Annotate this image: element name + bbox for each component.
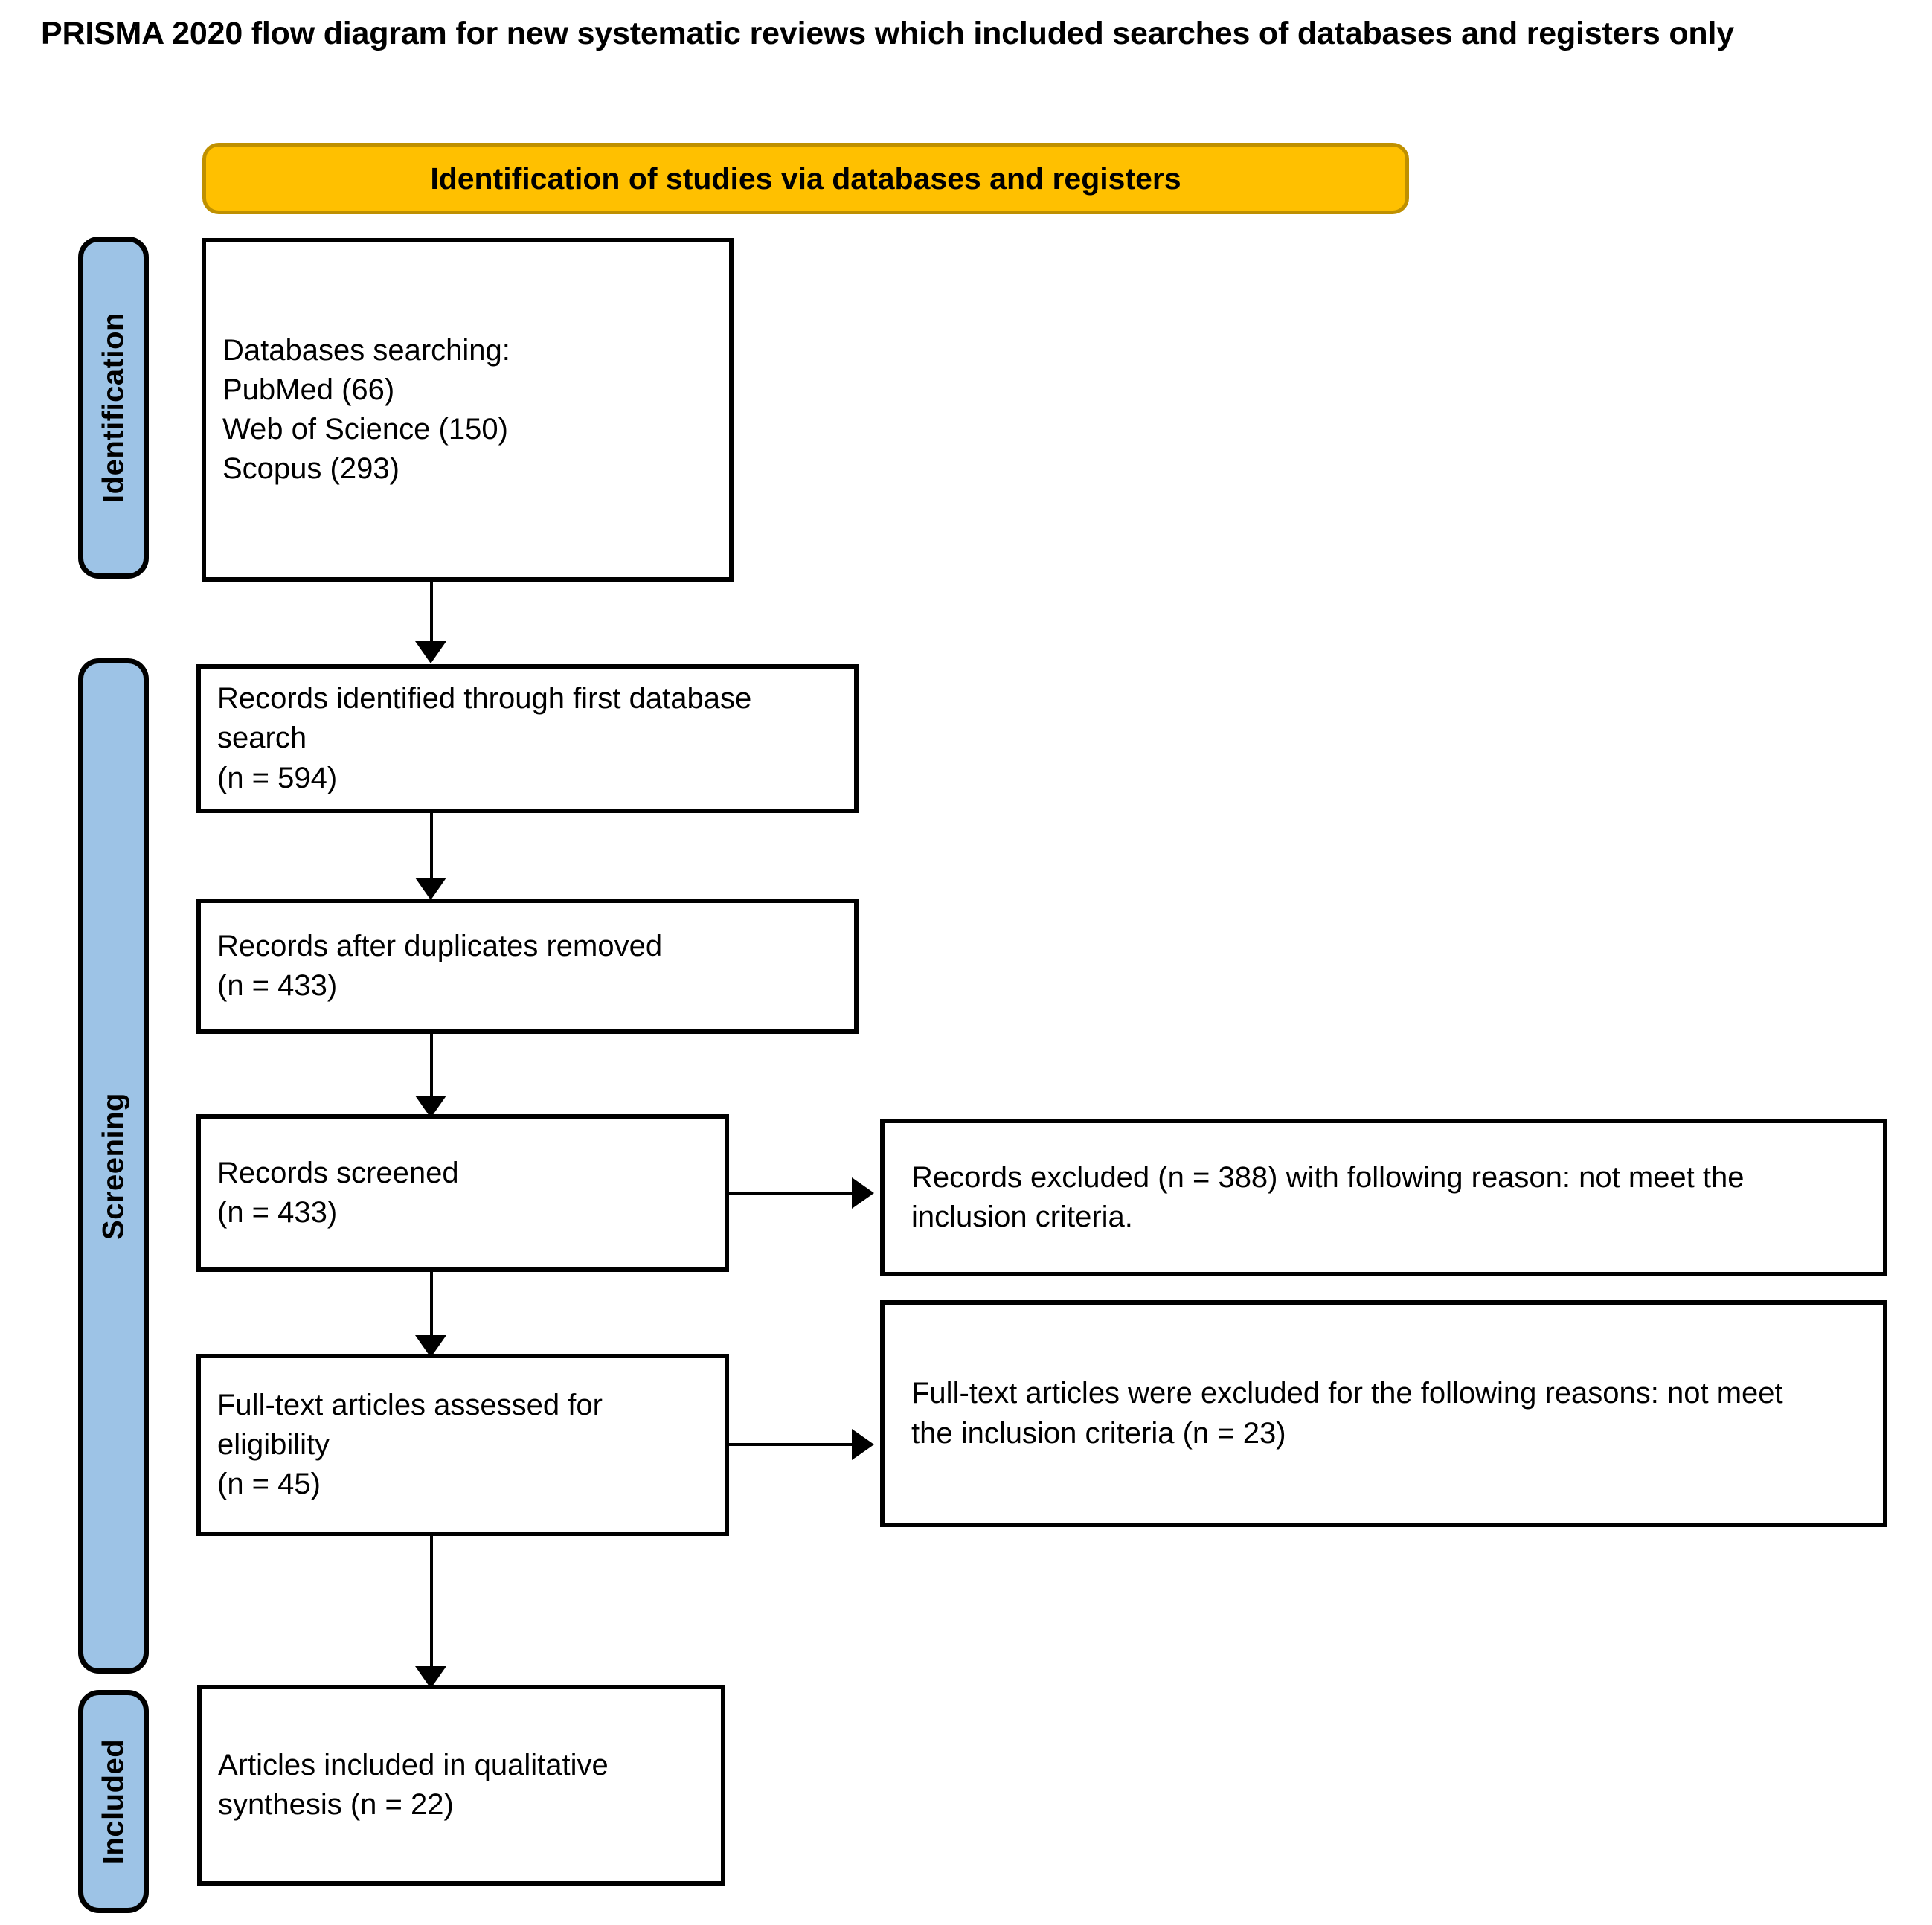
box-records-screened-text: Records screened (n = 433): [217, 1156, 459, 1229]
box-databases-searching-text: Databases searching: PubMed (66) Web of …: [222, 333, 510, 486]
connector-databases-to-identified: [430, 582, 433, 655]
box-records-after-duplicates: Records after duplicates removed (n = 43…: [196, 899, 859, 1034]
connector-fulltext-to-included: [430, 1536, 433, 1688]
connector-screened-to-fulltext: [430, 1272, 433, 1357]
box-fulltext-excluded-text: Full-text articles were excluded for the…: [911, 1377, 1783, 1450]
connector-screened-to-excluded: [729, 1192, 859, 1195]
stage-label-screening: Screening: [78, 658, 149, 1674]
stage-label-included-text: Included: [97, 1738, 129, 1865]
stage-label-included: Included: [78, 1690, 149, 1913]
stage-label-identification-text: Identification: [97, 312, 129, 503]
connector-duplicates-to-screened: [430, 1034, 433, 1116]
box-articles-included: Articles included in qualitative synthes…: [197, 1685, 725, 1886]
page-title: PRISMA 2020 flow diagram for new systema…: [41, 16, 1734, 51]
arrowhead-screened-to-excluded: [852, 1177, 874, 1209]
arrowhead-identified-to-duplicates: [415, 878, 446, 900]
arrowhead-fulltext-to-excluded: [852, 1429, 874, 1460]
arrowhead-databases-to-identified: [415, 641, 446, 663]
box-records-excluded: Records excluded (n = 388) with followin…: [880, 1119, 1887, 1276]
box-fulltext-excluded: Full-text articles were excluded for the…: [880, 1300, 1887, 1527]
box-records-screened: Records screened (n = 433): [196, 1114, 729, 1272]
box-databases-searching: Databases searching: PubMed (66) Web of …: [202, 238, 734, 582]
box-fulltext-assessed: Full-text articles assessed for eligibil…: [196, 1354, 729, 1536]
box-records-identified: Records identified through first databas…: [196, 664, 859, 813]
connector-fulltext-to-excluded: [729, 1443, 859, 1446]
identification-banner: Identification of studies via databases …: [202, 143, 1409, 214]
box-records-excluded-text: Records excluded (n = 388) with followin…: [911, 1160, 1745, 1233]
box-records-after-duplicates-text: Records after duplicates removed (n = 43…: [217, 929, 663, 1002]
connector-identified-to-duplicates: [430, 813, 433, 895]
identification-banner-label: Identification of studies via databases …: [430, 161, 1181, 196]
box-records-identified-text: Records identified through first databas…: [217, 682, 752, 794]
stage-label-identification: Identification: [78, 237, 149, 579]
box-fulltext-assessed-text: Full-text articles assessed for eligibil…: [217, 1388, 603, 1501]
stage-label-screening-text: Screening: [97, 1092, 129, 1240]
box-articles-included-text: Articles included in qualitative synthes…: [218, 1748, 609, 1821]
